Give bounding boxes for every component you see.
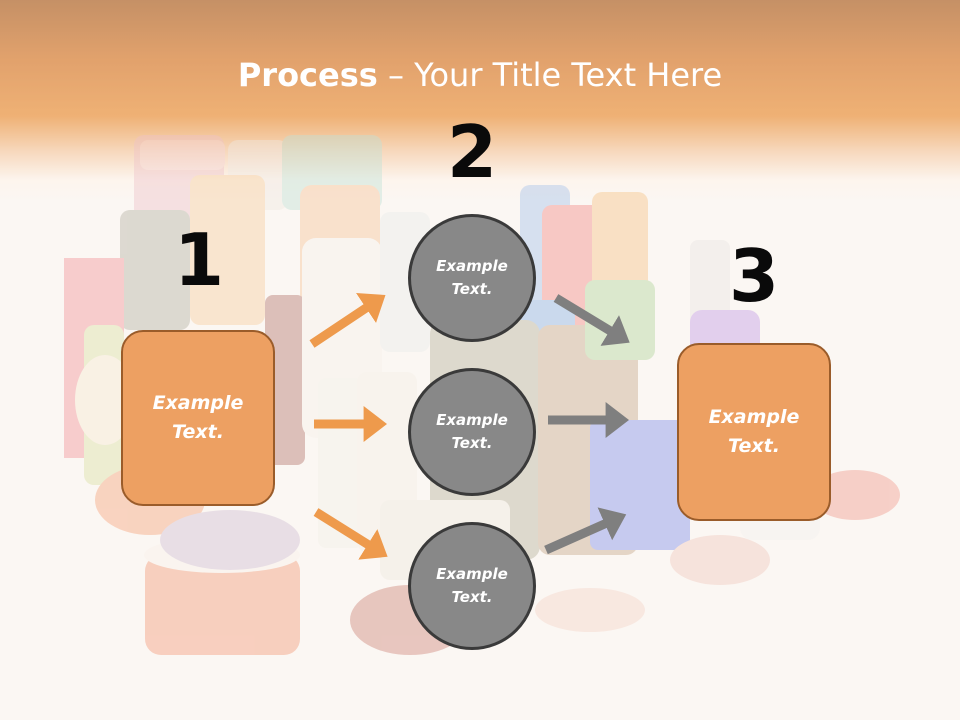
step-1-label: Example Text.	[152, 392, 244, 443]
step-number-3: 3	[728, 234, 780, 318]
step-1-box[interactable]: Example Text.	[121, 330, 275, 506]
title-strong: Process	[237, 56, 378, 94]
step-2-circle-top[interactable]: Example Text.	[408, 214, 536, 342]
slide-title[interactable]: Process – Your Title Text Here	[0, 54, 960, 96]
arrow-2a-to-3	[553, 294, 630, 346]
arrow-1-to-2c	[313, 508, 388, 560]
step-3-box[interactable]: Example Text.	[677, 343, 831, 521]
title-rest: – Your Title Text Here	[377, 56, 723, 94]
arrow-1-to-2a	[309, 293, 386, 348]
step-2-circle-top-label: Example Text.	[436, 257, 508, 298]
step-2-circle-middle-label: Example Text.	[436, 411, 508, 452]
step-2-circle-middle[interactable]: Example Text.	[408, 368, 536, 496]
step-3-label: Example Text.	[708, 406, 800, 457]
step-number-1: 1	[173, 218, 225, 302]
step-2-circle-bottom[interactable]: Example Text.	[408, 522, 536, 650]
header-band	[0, 0, 960, 200]
arrow-2c-to-3	[544, 507, 627, 555]
step-number-2: 2	[446, 110, 498, 194]
step-2-circle-bottom-label: Example Text.	[436, 565, 508, 606]
